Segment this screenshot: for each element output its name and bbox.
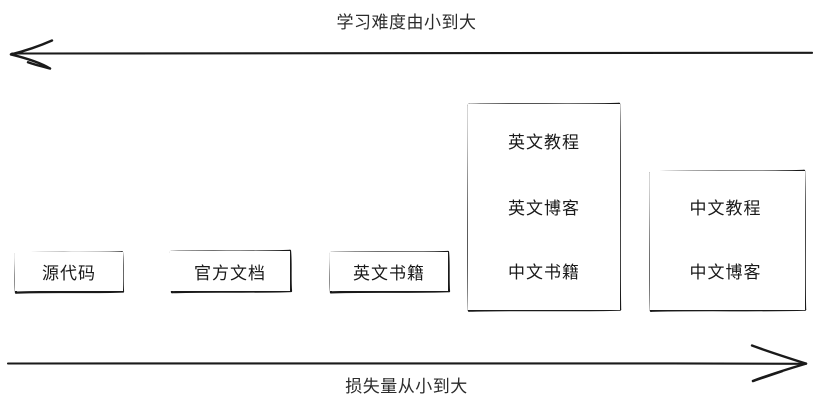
node-chinese-books[interactable]: 中文书籍 — [488, 252, 600, 289]
node-chinese-tutorial[interactable]: 中文教程 — [666, 188, 785, 224]
node-english-books[interactable]: 英文书籍 — [330, 252, 448, 291]
node-english-blog[interactable]: 英文博客 — [488, 188, 600, 224]
bottom-axis-label: 损失量从小到大 — [345, 377, 468, 397]
node-official-docs[interactable]: 官方文档 — [170, 251, 290, 291]
node-chinese-blog[interactable]: 中文博客 — [666, 252, 785, 289]
node-source-code[interactable]: 源代码 — [15, 252, 123, 291]
top-axis-line — [10, 51, 813, 55]
node-english-tutorial[interactable]: 英文教程 — [488, 123, 600, 158]
top-axis-label: 学习难度由小到大 — [336, 13, 477, 33]
arrow-left-icon — [9, 39, 54, 70]
